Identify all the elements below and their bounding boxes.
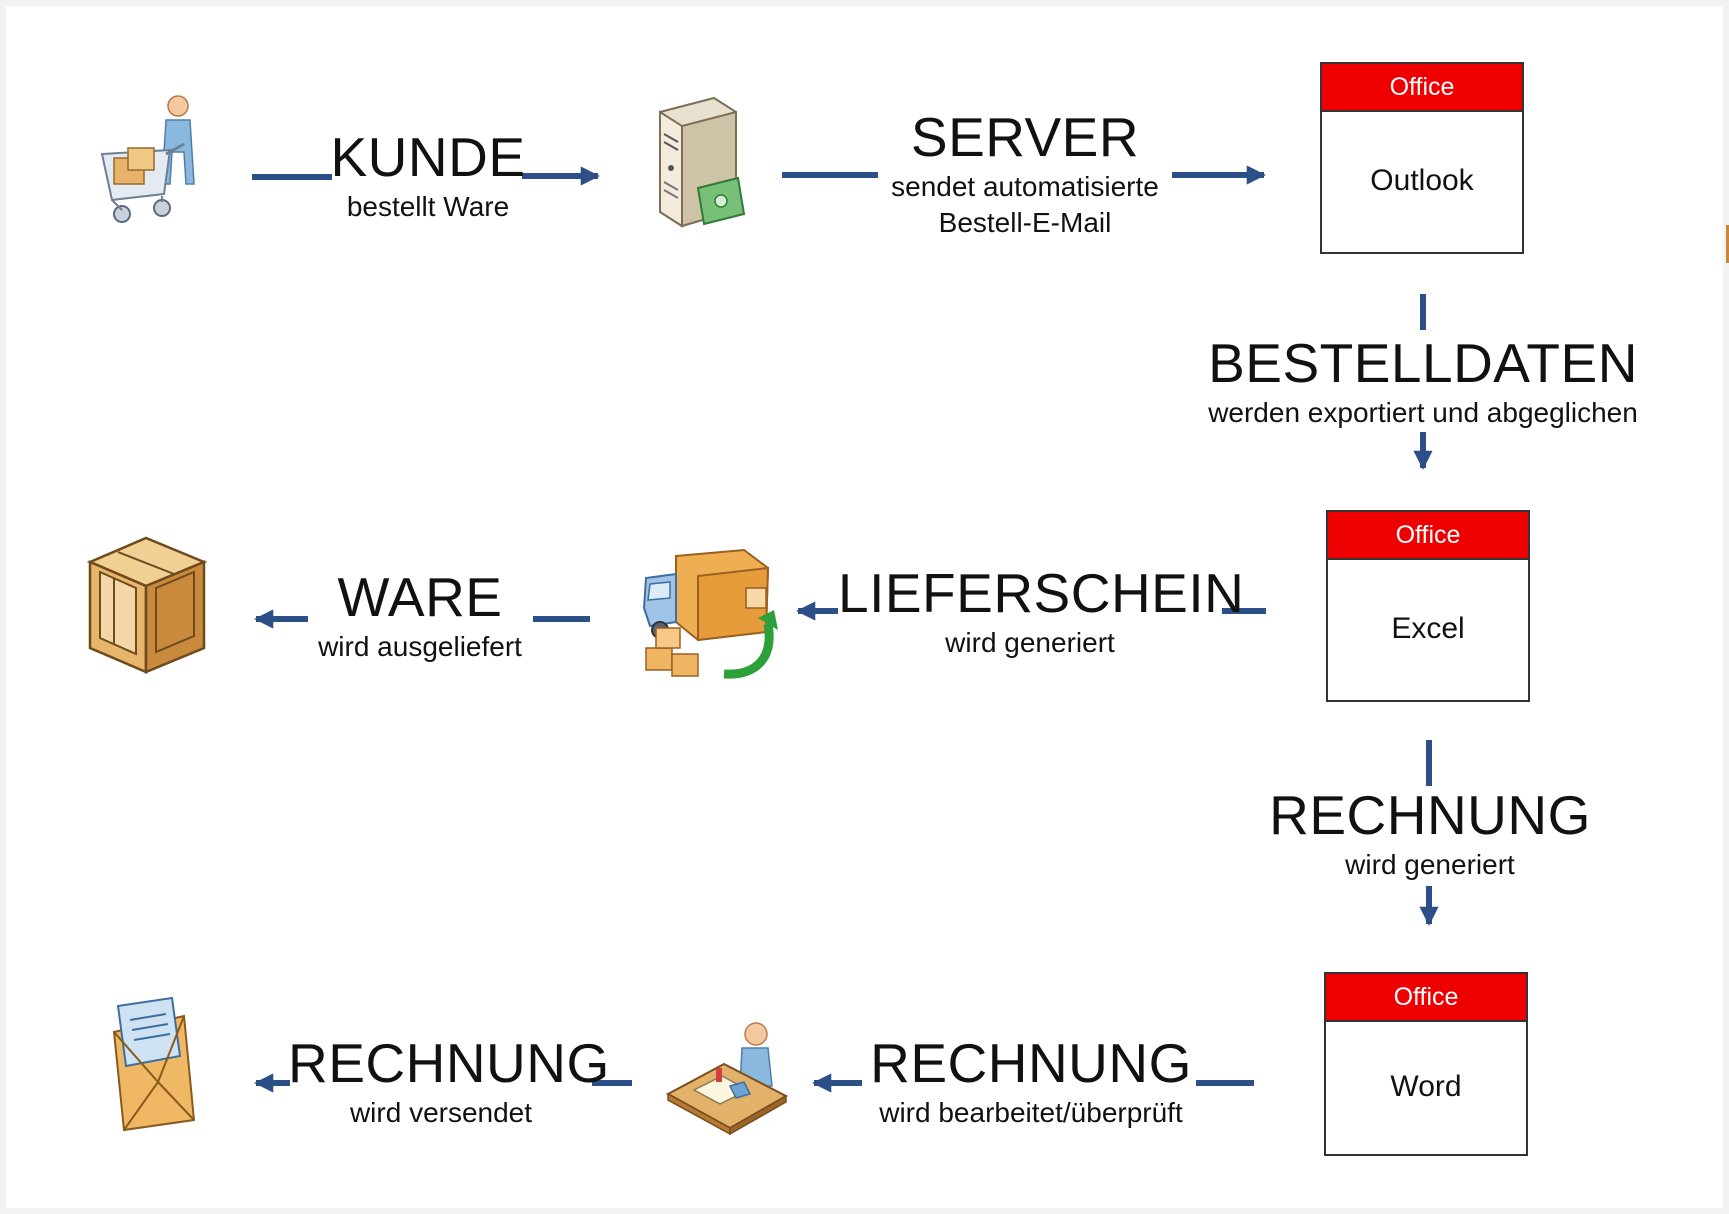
office-outlook-box: Office Outlook <box>1320 62 1524 254</box>
shopping-cart-person-icon <box>92 92 202 237</box>
office-excel-app: Excel <box>1328 558 1528 700</box>
office-outlook-header: Office <box>1322 64 1522 112</box>
step-server-title: SERVER <box>910 106 1140 168</box>
edge-marker <box>1726 225 1729 263</box>
step-ware-title: WARE <box>337 566 503 628</box>
office-word-app: Word <box>1326 1020 1526 1154</box>
step-rechnung-bearbeitet-subtitle: wird bearbeitet/überprüft <box>879 1097 1183 1128</box>
step-ware-subtitle: wird ausgeliefert <box>318 631 522 662</box>
step-lieferschein-subtitle: wird generiert <box>945 627 1115 658</box>
step-rechnung-generiert-label: RECHNUNG wird generiert <box>1262 788 1598 883</box>
step-lieferschein-title: LIEFERSCHEIN <box>838 562 1245 624</box>
office-word-app-label: Word <box>1390 1070 1462 1103</box>
step-bestelldaten-label: BESTELLDATEN werden exportiert und abgeg… <box>1176 336 1670 431</box>
office-word-header: Office <box>1326 974 1526 1022</box>
office-word-box: Office Word <box>1324 972 1528 1156</box>
step-rechnung-bearbeitet-label: RECHNUNG wird bearbeitet/überprüft <box>858 1036 1204 1131</box>
step-rechnung-versendet-subtitle: wird versendet <box>349 1097 533 1128</box>
server-payment-icon <box>654 92 746 237</box>
office-excel-app-label: Excel <box>1391 612 1465 645</box>
envelope-letter-icon <box>110 996 196 1137</box>
step-rechnung-versendet-title: RECHNUNG <box>288 1032 610 1094</box>
office-worker-desk-icon <box>664 1020 790 1141</box>
step-kunde-subtitle: bestellt Ware <box>346 191 510 222</box>
office-excel-header: Office <box>1328 512 1528 560</box>
office-outlook-app: Outlook <box>1322 110 1522 252</box>
step-rechnung-versendet-label: RECHNUNG wird versendet <box>288 1032 610 1131</box>
step-rechnung-generiert-subtitle: wird generiert <box>1345 849 1515 880</box>
step-rechnung-bearbeitet-title: RECHNUNG <box>870 1032 1192 1094</box>
step-kunde-title: KUNDE <box>330 126 526 188</box>
office-excel-box: Office Excel <box>1326 510 1530 702</box>
step-kunde-label: KUNDE bestellt Ware <box>322 130 534 225</box>
step-ware-label: WARE wird ausgeliefert <box>296 570 544 665</box>
delivery-truck-icon <box>640 548 786 693</box>
crate-icon <box>84 536 210 681</box>
step-rechnung-generiert-title: RECHNUNG <box>1269 784 1591 846</box>
step-server-label: SERVER sendet automatisierte Bestell-E-M… <box>868 110 1182 242</box>
step-bestelldaten-title: BESTELLDATEN <box>1208 332 1638 394</box>
office-outlook-app-label: Outlook <box>1370 164 1474 197</box>
step-bestelldaten-subtitle: werden exportiert und abgeglichen <box>1208 397 1638 428</box>
step-server-subtitle-line2: Bestell-E-Mail <box>938 207 1112 239</box>
step-lieferschein-label: LIEFERSCHEIN wird generiert <box>838 562 1245 661</box>
step-server-subtitle-line1: sendet automatisierte <box>891 171 1159 202</box>
